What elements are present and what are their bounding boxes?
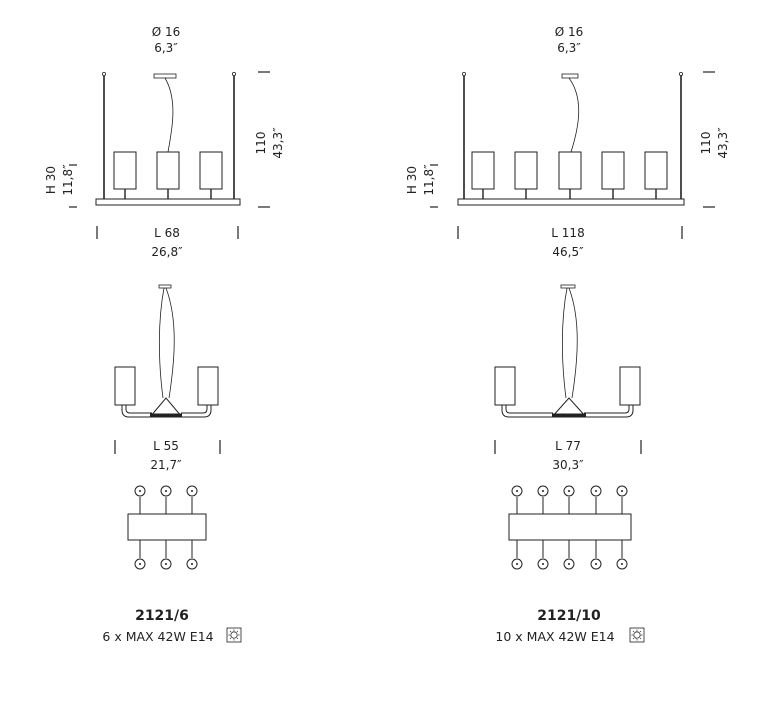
left-diameter-cm: Ø 16	[152, 25, 181, 39]
left-length-cm: L 68	[154, 226, 180, 240]
right-front-canopy	[561, 73, 579, 79]
right-spec-text: 10 x MAX 42W E14	[495, 629, 614, 644]
right-front-shade	[601, 151, 625, 190]
left-side-shade-left	[114, 366, 136, 406]
left-side-length-cm: L 55	[153, 439, 179, 453]
left-front-canopy	[153, 73, 177, 79]
right-side-length-cm: L 77	[555, 439, 581, 453]
left-front-bar	[95, 198, 241, 206]
left-diameter-in: 6,3″	[154, 41, 178, 55]
right-top-view	[508, 485, 632, 570]
left-length-in: 26,8″	[151, 245, 183, 259]
right-length-in: 46,5″	[552, 245, 584, 259]
left-front-shades	[113, 151, 223, 199]
left-drop-in: 43,3″	[271, 127, 285, 159]
right-drop-in: 43,3″	[716, 127, 730, 159]
left-product: Ø 16 6,3″	[44, 25, 285, 644]
right-front-shade	[471, 151, 495, 190]
left-front-cable	[164, 77, 174, 153]
left-top-body	[127, 513, 207, 541]
right-side-shade-right	[619, 366, 641, 406]
right-length-cm: L 118	[551, 226, 584, 240]
right-model-number: 2121/10	[537, 608, 601, 624]
left-side-length-in: 21,7″	[150, 458, 182, 472]
right-front-bar	[457, 198, 685, 206]
right-diameter-cm: Ø 16	[555, 25, 584, 39]
dimmable-bulb-icon	[629, 627, 645, 643]
right-side-length-in: 30,3″	[552, 458, 584, 472]
left-side-shade-right	[197, 366, 219, 406]
right-front-shade	[644, 151, 668, 190]
left-top-view	[127, 485, 207, 570]
right-diameter-in: 6,3″	[557, 41, 581, 55]
right-top-body	[508, 513, 632, 541]
right-drop-cm: 110	[699, 132, 713, 155]
right-top-bulbs	[511, 485, 628, 570]
left-height-cm: H 30	[44, 166, 58, 194]
left-front-shade	[156, 151, 180, 190]
right-height-in: 11,8″	[422, 164, 436, 196]
right-front-shade	[558, 151, 582, 190]
right-product: Ø 16 6,3″	[405, 25, 730, 644]
left-front-view: H 30 11,8″ 110 43,3″ L 68 26,8″	[44, 71, 285, 259]
left-drop-cm: 110	[254, 132, 268, 155]
right-side-shade-left	[494, 366, 516, 406]
dimmable-bulb-icon	[226, 627, 242, 643]
left-top-bulbs	[134, 485, 198, 570]
right-front-cable	[568, 77, 580, 153]
left-front-shade	[113, 151, 137, 190]
left-spec-text: 6 x MAX 42W E14	[102, 629, 213, 644]
left-height-in: 11,8″	[61, 164, 75, 196]
right-side-canopy	[560, 284, 576, 289]
right-front-shades	[471, 151, 668, 199]
right-height-cm: H 30	[405, 166, 419, 194]
left-model-number: 2121/6	[135, 608, 189, 624]
right-front-shade	[514, 151, 538, 190]
right-side-view: L 77 30,3″	[494, 284, 642, 472]
right-front-view: H 30 11,8″ 110 43,3″ L 118 46,5″	[405, 71, 730, 259]
left-side-view: L 55 21,7″	[114, 284, 221, 472]
left-front-shade	[199, 151, 223, 190]
left-side-canopy	[158, 284, 172, 289]
